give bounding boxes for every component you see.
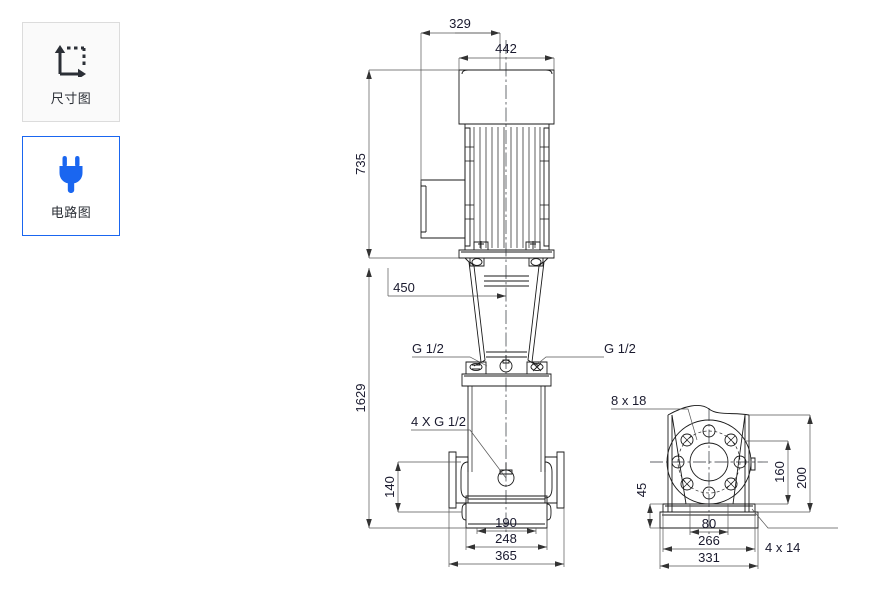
motor-assembly	[420, 69, 555, 259]
callout-hole-4x14: 4 x 14	[765, 540, 800, 555]
view-switcher-sidebar: 尺寸图 电路图	[22, 22, 122, 250]
leader-gauge-left	[412, 356, 488, 367]
plug-icon	[53, 152, 89, 196]
callout-slot-8x18: 8 x 18	[611, 393, 646, 408]
leader-drain-ports	[411, 429, 507, 479]
dim-329: 329	[449, 16, 471, 31]
leader-hole-4x14	[751, 508, 838, 529]
sidebar-item-label: 尺寸图	[50, 91, 92, 107]
dim-190: 190	[495, 515, 517, 530]
leader-slot-8x18	[611, 408, 698, 441]
base-plan-view	[650, 404, 768, 534]
dim-200: 200	[794, 467, 809, 489]
dim-266: 266	[698, 533, 720, 548]
callout-gauge-right: G 1/2	[604, 341, 636, 356]
leader-gauge-right	[534, 356, 604, 367]
callout-gauge-left: G 1/2	[412, 341, 444, 356]
sidebar-item-label: 电路图	[50, 205, 92, 221]
dim-331: 331	[698, 550, 720, 565]
sidebar-item-circuit-diagram[interactable]: 电路图	[22, 136, 120, 236]
pump-chamber-stack	[448, 355, 565, 529]
callout-text-group: G 1/2 G 1/2 4 X G 1/2 8 x 18 4 x 14	[411, 341, 800, 555]
coupling-guard	[464, 257, 549, 375]
dim-442: 442	[495, 41, 517, 56]
dim-140: 140	[382, 476, 397, 498]
dim-80: 80	[702, 516, 716, 531]
dimension-icon	[53, 38, 89, 82]
callout-drain-ports: 4 X G 1/2	[411, 414, 466, 429]
dim-160: 160	[772, 461, 787, 483]
dim-45: 45	[634, 483, 649, 497]
dim-735: 735	[353, 153, 368, 175]
dimension-text-group: 329 442 735 1629 450 140 190 248 365 45 …	[353, 16, 809, 565]
dim-1629: 1629	[353, 384, 368, 413]
dimension-lines	[366, 30, 838, 569]
sidebar-item-dimension-drawing[interactable]: 尺寸图	[22, 22, 120, 122]
dim-248: 248	[495, 531, 517, 546]
dim-450: 450	[393, 280, 415, 295]
dim-365: 365	[495, 548, 517, 563]
